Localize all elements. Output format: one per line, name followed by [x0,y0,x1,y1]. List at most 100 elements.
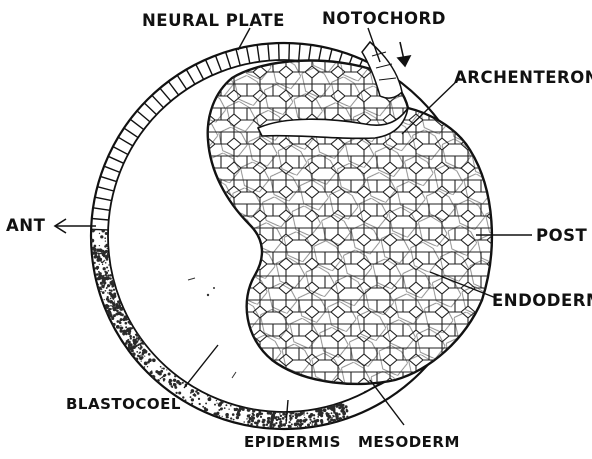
stipple-dot [311,424,312,425]
stipple-dot [315,409,318,412]
stipple-dot [116,325,120,329]
stipple-dot [147,366,148,367]
stipple-dot [321,421,324,424]
stipple-dot [103,277,107,281]
stipple-dot [271,421,272,422]
stipple-dot [105,275,107,277]
hatch-stroke [95,197,112,200]
stipple-dot [327,418,330,421]
stipple-dot [173,383,176,386]
stipple-dot [225,404,227,406]
epidermis-label: EPIDERMIS [244,433,341,451]
stipple-dot [230,405,232,407]
hatch-stroke [236,49,240,65]
hatch-stroke [268,44,269,61]
stipple-dot [312,422,313,423]
stipple-dot [230,417,232,419]
stipple-dot [109,292,110,293]
stipple-dot [161,377,162,378]
stipple-dot [163,368,165,370]
stipple-dot [134,339,137,342]
stipple-dot [291,423,293,425]
stipple-dot [252,414,255,417]
stipple-dot [158,379,159,380]
stipple-dot [107,292,108,293]
stipple-dot [224,407,226,409]
stipple-dot [221,407,223,409]
stipple-dot [227,413,229,415]
stipple-dot [108,264,109,265]
stipple-dot [307,424,308,425]
stipple-dot [208,397,212,401]
stipple-dot [289,418,290,419]
stipple-dot [138,347,140,349]
mesoderm-label: MESODERM [358,433,460,451]
hatch-stroke [177,75,186,89]
stipple-dot [198,398,200,400]
stipple-dot [140,340,142,342]
stipple-dot [103,275,105,277]
stipple-dot [144,355,145,356]
stipple-dot [190,392,192,394]
hatch-stroke [216,56,222,72]
hatch-stroke [130,119,144,129]
stipple-dot [112,323,115,326]
archenteron-label: ARCHENTERON [454,68,592,87]
stipple-dot [346,410,349,413]
stipple-dot [306,412,308,414]
stipple-dot [282,417,285,420]
stipple-dot [168,372,171,375]
stipple-dot [267,411,270,414]
stipple-dot [113,295,116,298]
stipple-dot [256,413,259,416]
stipple-dot [132,352,136,356]
stipple-dot [119,320,121,322]
stipple-dot [98,284,99,285]
stipple-dot [282,413,285,416]
stipple-dot [297,420,299,422]
stipple-dot [294,423,298,427]
stipple-dot [161,368,162,369]
anterior-label: ANT [6,216,46,235]
stipple-dot [199,403,201,405]
stipple-dot [253,410,255,412]
stipple-dot [139,352,141,354]
stipple-dot [205,402,207,404]
blastocoel-label: BLASTOCOEL [66,395,181,413]
stipple-dot [292,412,294,414]
stipple-dot [114,300,115,301]
stipple-dot [113,289,115,291]
stipple-dot [309,422,311,424]
stipple-dot [128,347,131,350]
stipple-dot [328,420,331,423]
stipple-dot [112,307,115,310]
hatch-stroke [108,156,124,163]
stipple-dot [278,425,281,428]
hatch-stroke [137,111,150,122]
stipple-dot [311,420,313,422]
endoderm-label: ENDODERM [492,291,592,310]
stipple-dot [247,423,249,425]
stipple-dot [108,270,110,272]
stipple-dot [116,310,119,313]
stipple-dot [195,390,197,392]
stipple-dot [103,260,105,262]
stipple-dot [94,245,97,248]
stipple-dot [176,380,180,384]
stipple-dot [297,426,298,427]
stipple-dot [303,412,305,414]
stipple-dot [308,415,312,419]
stipple-dot [305,426,307,428]
hatch-stroke [247,47,250,64]
stipple-dot [138,355,139,356]
stipple-dot [102,264,103,265]
stipple-dot [251,419,254,422]
stipple-dot [112,302,115,305]
stipple-dot [99,264,100,265]
stipple-dot [123,318,125,320]
stipple-dot [316,419,319,422]
hatch-stroke [113,147,128,155]
stipple-dot [299,420,301,422]
stipple-dot [109,277,111,279]
stipple-dot [314,423,318,427]
